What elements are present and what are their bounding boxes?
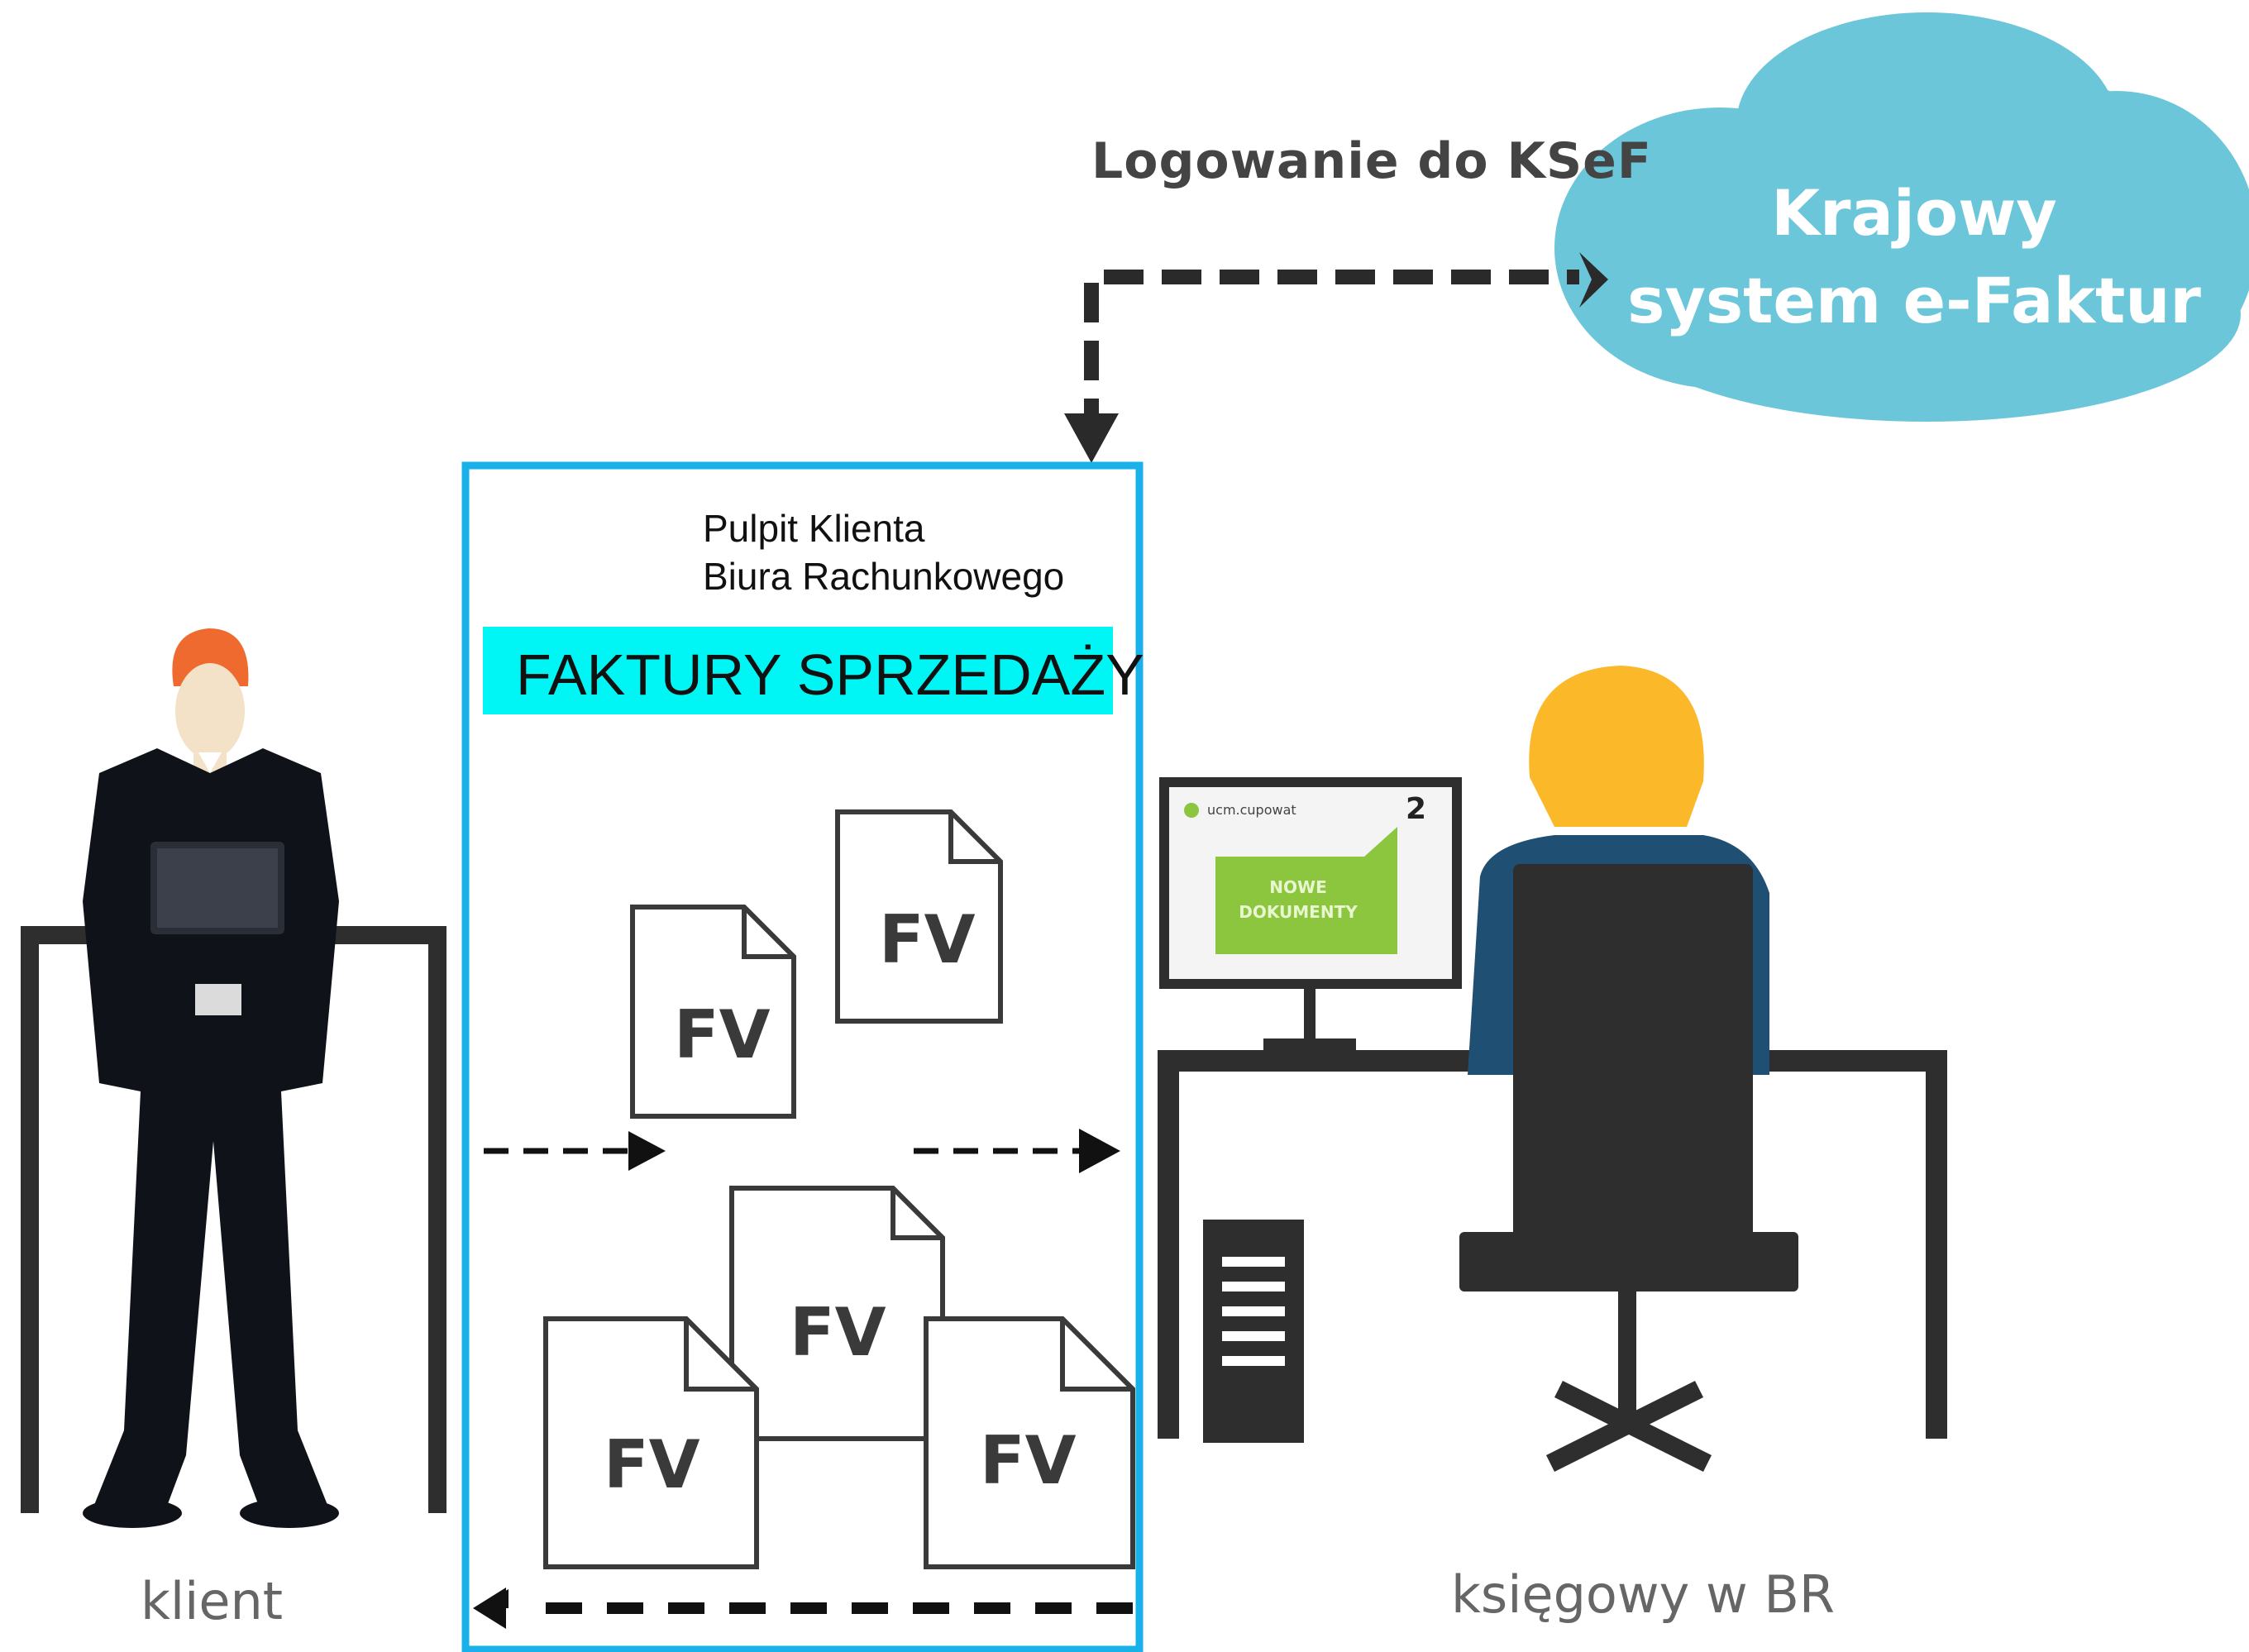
document-label: FV (604, 1426, 700, 1503)
monitor-badge: 2 (1406, 792, 1427, 826)
flow-arrow-in (484, 1131, 666, 1171)
monitor-card-text: NOWE DOKUMENTY (1239, 877, 1358, 922)
ksef-login-arrow (1064, 252, 1608, 463)
client-figure-icon (83, 628, 339, 1528)
document-label: FV (879, 901, 976, 978)
monitor-header: ucm.cupowat (1207, 802, 1296, 818)
computer-tower-icon (1203, 1220, 1304, 1443)
cloud-label: Krajowy system e-Faktur (1596, 169, 2232, 345)
accountant-label: księgowy w BR (1451, 1564, 1836, 1625)
document-label: FV (980, 1422, 1077, 1499)
panel-title-line1: Pulpit Klienta (703, 507, 925, 550)
flow-arrow-back (473, 1588, 1133, 1629)
client-portal-panel (461, 461, 1144, 1652)
panel-title: Pulpit Klienta Biura Rachunkowego (703, 504, 1064, 600)
document-label: FV (790, 1294, 886, 1371)
office-chair-icon (1459, 864, 1798, 1472)
document-icon (630, 905, 796, 1119)
document-icon (835, 809, 1003, 1024)
document-icon (924, 1316, 1135, 1569)
cloud-label-line2: system e-Faktur (1627, 264, 2201, 337)
document-label: FV (674, 996, 771, 1073)
sales-invoices-banner: FAKTURY SPRZEDAŻY (483, 627, 1144, 714)
cloud-icon (1554, 12, 2249, 422)
sales-invoices-banner-text: FAKTURY SPRZEDAŻY (516, 642, 1144, 707)
cloud-label-line1: Krajowy (1771, 176, 2057, 250)
client-label: klient (141, 1571, 284, 1631)
document-icon (543, 1316, 759, 1569)
monitor-icon (1159, 777, 1462, 1050)
panel-title-line2: Biura Rachunkowego (703, 555, 1065, 598)
flow-arrow-out (914, 1129, 1120, 1173)
ksef-login-label: Logowanie do KSeF (1091, 132, 1652, 190)
